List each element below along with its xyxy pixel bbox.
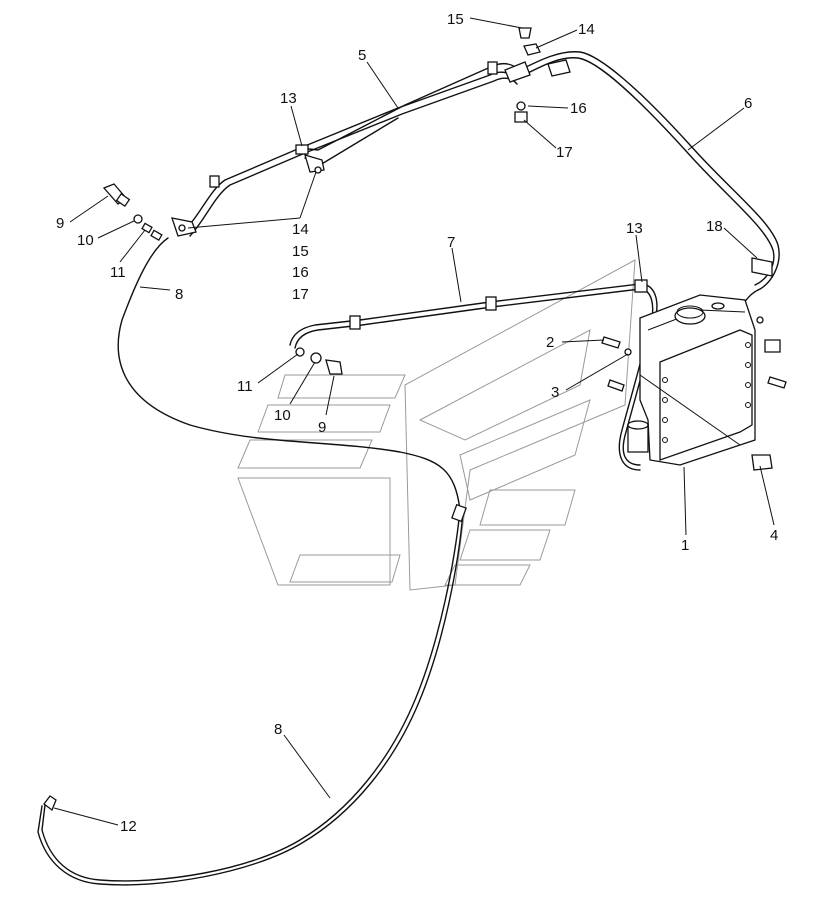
callout-8-upper: 8 (175, 286, 183, 303)
hose-8 (37, 237, 467, 886)
watermark-logo (237, 259, 636, 591)
washer-16 (516, 101, 526, 111)
clamp-assembly-left (171, 154, 325, 237)
callout-17-top: 17 (556, 144, 573, 161)
bracket-4 (751, 454, 773, 471)
callout-14-top: 14 (578, 21, 595, 38)
connector-top (504, 61, 531, 83)
washer-10-lower (310, 352, 322, 364)
callout-17-stack: 17 (292, 286, 309, 303)
callout-12: 12 (120, 818, 137, 835)
callout-3: 3 (551, 384, 559, 401)
bolt-15-top (518, 27, 532, 39)
clip-upper-right (487, 61, 498, 75)
callout-7: 7 (447, 234, 455, 251)
bolt-2 (601, 336, 621, 349)
callout-15-top: 15 (447, 11, 464, 28)
hose-7 (289, 279, 658, 471)
callout-labels: 15 14 5 16 6 13 17 9 10 11 8 14 15 16 17… (56, 11, 778, 835)
callout-4: 4 (770, 527, 778, 544)
callout-11-lower: 11 (237, 378, 253, 395)
leader-lines (53, 17, 775, 826)
callout-15-stack: 15 (292, 243, 309, 260)
callout-9-upper: 9 (56, 215, 64, 232)
clip-13-upper (295, 144, 309, 155)
callout-16-top: 16 (570, 100, 587, 117)
callout-10-upper: 10 (77, 232, 94, 249)
mounting-bracket (659, 329, 753, 461)
callout-5: 5 (358, 47, 366, 64)
reservoir-tank (601, 294, 787, 471)
callout-14-stack: 14 (292, 221, 309, 238)
callout-13-top: 13 (280, 90, 297, 107)
nozzle-12 (43, 795, 57, 812)
hose-5 (184, 61, 521, 237)
callout-10-lower: 10 (274, 407, 291, 424)
callout-16-stack: 16 (292, 264, 309, 281)
callout-8-lower: 8 (274, 721, 282, 738)
callout-11-upper: 11 (110, 264, 126, 281)
nozzle-9-lower (325, 359, 343, 375)
callout-6: 6 (744, 95, 752, 112)
clip-13-right (634, 279, 648, 293)
callout-9-lower: 9 (318, 419, 326, 436)
hose-6 (504, 27, 780, 313)
callout-13-right: 13 (626, 220, 643, 237)
connector-18 (751, 257, 773, 277)
clip-14-top (523, 43, 541, 56)
nozzle-left-upper (102, 183, 163, 241)
clip-upper-left (209, 175, 220, 188)
callout-1: 1 (681, 537, 689, 554)
callout-18: 18 (706, 218, 723, 235)
callout-2: 2 (546, 334, 554, 351)
filler-cap (674, 307, 706, 325)
hose-8-clip (451, 503, 467, 523)
